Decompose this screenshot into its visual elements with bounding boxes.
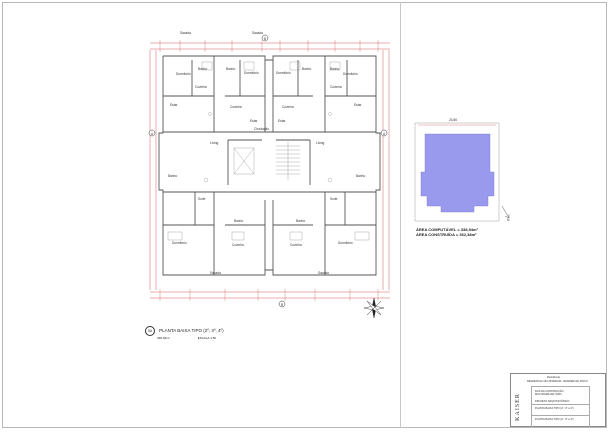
sheet-divider: [400, 2, 401, 428]
room-label: Estar: [250, 119, 258, 123]
room-label: Dormitório: [176, 72, 191, 76]
brand-logo-text: KAISER: [514, 393, 521, 421]
compass-rose-icon: [363, 297, 385, 319]
room-label: Cozinha: [282, 105, 294, 109]
room-label: Cozinha: [290, 243, 302, 247]
area-width-label: 24,86: [449, 118, 457, 122]
room-label: Banho: [168, 174, 177, 178]
section-mark-a-right: A: [383, 132, 386, 136]
plan-number: 06: [145, 326, 155, 336]
room-label: Estar: [278, 119, 286, 123]
room-label: Dormitório: [172, 241, 187, 245]
room-label: Banho: [234, 219, 243, 223]
room-label: Estar: [170, 103, 178, 107]
room-label: Sacada: [210, 271, 221, 275]
room-label: Dormitório: [276, 71, 291, 75]
room-label: Banho: [330, 67, 339, 71]
section-mark-b-bottom: B: [281, 303, 283, 307]
title-block-line: PROJETO ARQUITETÔNICO: [535, 400, 570, 403]
brand-logo: KAISER: [512, 392, 526, 426]
room-label: Banho: [356, 174, 365, 178]
room-label: Banho: [296, 219, 305, 223]
plan-title: PLANTA BAIXA TIPO (2º, 3º, 4º): [159, 328, 224, 333]
room-label: Circulação: [254, 127, 269, 131]
north-arrow-icon: [501, 205, 510, 219]
area-computavel: ÁREA COMPUTÁVEL = 338,94m²: [416, 227, 478, 232]
title-block-line: RESIDENCIAL MULTIFAMILIAR - RESIDENCIAL …: [527, 380, 588, 383]
title-block-line: MULTIFAMILIAR INNO: [535, 393, 562, 396]
title-block-line: Residência: [547, 376, 560, 379]
room-label: Banho: [198, 67, 207, 71]
title-block-line: PLANTA BAIXA TIPO (2º, 3º e 4º): [535, 407, 574, 410]
room-label: Dormitório: [338, 241, 353, 245]
room-label: Dormitório: [343, 72, 358, 76]
title-block-line: PLANTA BAIXA TIPO (2º, 3º e 4º): [535, 418, 574, 421]
title-block-line: RUA DA CONSTRUÇÃO: [535, 390, 564, 393]
room-label: Living: [316, 141, 325, 145]
room-label: Banho: [226, 67, 235, 71]
room-label: Estar: [354, 103, 362, 107]
room-label: Cozinha: [232, 243, 244, 247]
plan-area: 338,94m²: [157, 336, 170, 340]
sheet-border: [2, 2, 607, 428]
room-label: Dormitório: [244, 71, 259, 75]
room-label: Sacada: [180, 31, 191, 35]
room-label: Cozinha: [330, 85, 342, 89]
section-mark-b-top: B: [264, 37, 266, 41]
room-label: Sacada: [252, 31, 263, 35]
room-label: Cozinha: [195, 85, 207, 89]
area-footprint-shape: [420, 133, 495, 213]
area-construida: ÁREA CONSTRUÍDA = 362,38m²: [416, 232, 477, 237]
room-label: Banho: [302, 67, 311, 71]
room-label: Suíte: [330, 197, 338, 201]
room-label: Sacada: [318, 271, 329, 275]
room-label: Suíte: [198, 197, 206, 201]
plan-scale: ESCALA 1:50: [197, 336, 217, 340]
room-label: Living: [210, 141, 219, 145]
north-label: N: [507, 218, 510, 222]
title-block: Residência RESIDENCIAL MULTIFAMILIAR - R…: [510, 373, 606, 427]
room-label: Cozinha: [230, 105, 242, 109]
section-mark-a-left: A: [151, 132, 154, 136]
plan-caption: 06 PLANTA BAIXA TIPO (2º, 3º, 4º) 338,94…: [145, 326, 224, 340]
